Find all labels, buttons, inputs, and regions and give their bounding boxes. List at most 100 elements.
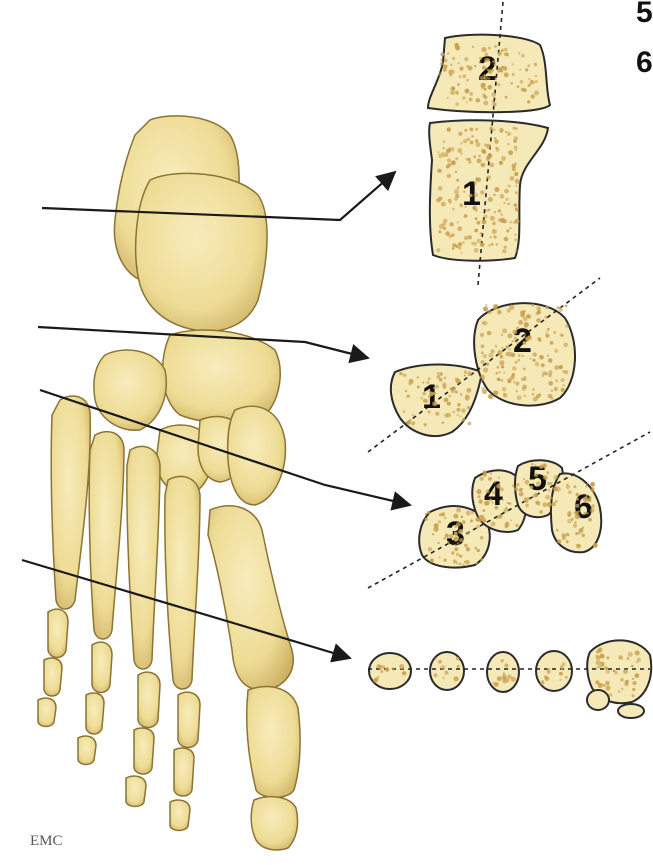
trabecula-dot	[536, 481, 541, 486]
trabecula-dot	[566, 533, 569, 536]
trabecula-dot	[489, 127, 493, 131]
trabecula-dot	[489, 395, 493, 399]
trabecula-dot	[440, 52, 444, 56]
trabecula-dot	[473, 155, 476, 158]
trabecula-dot	[498, 52, 502, 56]
trabecula-dot	[456, 522, 461, 527]
trabecula-dot	[501, 156, 506, 161]
trabecula-dot	[425, 518, 428, 521]
trabecula-dot	[632, 681, 636, 685]
trabecula-dot	[468, 160, 472, 164]
trabecula-dot	[530, 358, 532, 360]
trabecula-dot	[475, 547, 478, 550]
trabecula-dot	[474, 182, 477, 185]
trabecula-dot	[512, 366, 517, 371]
trabecula-dot	[481, 387, 485, 391]
trabecula-dot	[470, 141, 474, 145]
trabecula-dot	[439, 661, 442, 664]
trabecula-dot	[457, 148, 462, 153]
trabecula-dot	[501, 347, 503, 349]
trabecula-dot	[489, 498, 492, 501]
trabecula-dot	[483, 354, 487, 358]
trabecula-dot	[456, 379, 461, 384]
trabecula-dot	[461, 252, 463, 254]
trabecula-dot	[461, 516, 464, 519]
trabecula-dot	[488, 47, 491, 50]
trabecula-dot	[480, 558, 483, 561]
trabecula-dot	[479, 57, 482, 60]
trabecula-dot	[454, 544, 456, 546]
trabecula-dot	[583, 497, 588, 502]
trabecula-dot	[444, 413, 448, 417]
trabecula-dot	[523, 368, 526, 371]
trabecula-dot	[510, 221, 512, 223]
trabecula-dot	[435, 412, 439, 416]
trabecula-dot	[531, 94, 535, 98]
trabecula-dot	[491, 93, 496, 98]
trabecula-dot	[449, 395, 452, 398]
trabecula-dot	[422, 381, 424, 383]
trabecula-dot	[453, 411, 456, 414]
trabecula-dot	[464, 214, 468, 218]
trabecula-dot	[513, 381, 515, 383]
trabecula-dot	[501, 213, 503, 215]
trabecula-dot	[635, 673, 640, 678]
trabecula-dot	[512, 373, 515, 376]
trabecula-dot	[463, 191, 465, 193]
trabecula-dot	[481, 85, 485, 89]
trabecula-dot	[523, 341, 527, 345]
trabecula-dot	[462, 96, 466, 100]
trabecula-dot	[452, 208, 455, 211]
trabecula-dot	[548, 374, 552, 378]
trabecula-dot	[467, 371, 472, 376]
trabecula-dot	[488, 197, 493, 202]
trabecula-dot	[520, 488, 523, 491]
trabecula-dot	[554, 475, 558, 479]
trabecula-dot	[480, 243, 484, 247]
trabecula-dot	[499, 128, 503, 132]
trabecula-dot	[443, 227, 446, 230]
trabecula-dot	[501, 379, 504, 382]
trabecula-dot	[457, 414, 459, 416]
trabecula-dot	[527, 100, 530, 103]
trabecula-dot	[476, 562, 478, 564]
trabecula-dot	[522, 355, 524, 357]
trabecula-dot	[436, 248, 440, 252]
trabecula-dot	[492, 222, 496, 226]
trabecula-dot	[452, 57, 455, 60]
trabecula-dot	[532, 304, 535, 307]
trabecula-dot	[480, 477, 484, 481]
trabecula-dot	[554, 387, 558, 391]
legend-item-6: 6	[636, 46, 653, 79]
trabecula-dot	[428, 395, 431, 398]
trabecula-dot	[494, 235, 497, 238]
trabecula-dot	[486, 490, 490, 494]
trabecula-dot	[507, 333, 512, 338]
trabecula-dot	[497, 676, 502, 681]
trabecula-dot	[456, 408, 460, 412]
section-tarsal-row: 3 4 5 6	[368, 432, 650, 588]
trabecula-dot	[510, 176, 515, 181]
trabecula-dot	[486, 175, 491, 180]
trabecula-dot	[492, 502, 494, 504]
trabecula-dot	[447, 127, 451, 131]
trabecula-dot	[564, 370, 568, 374]
trabecula-dot	[492, 60, 495, 63]
trabecula-dot	[512, 73, 515, 76]
trabecula-dot	[559, 365, 563, 369]
trabecula-dot	[559, 679, 561, 681]
trabecula-dot	[375, 681, 377, 683]
trabecula-dot	[530, 80, 535, 85]
trabecula-dot	[481, 47, 486, 52]
trabecula-dot	[498, 514, 503, 519]
trabecula-dot	[496, 304, 498, 306]
trabecula-dot	[453, 560, 457, 564]
trabecula-dot	[552, 502, 556, 506]
trabecula-dot	[484, 501, 489, 506]
trabecula-dot	[498, 477, 500, 479]
trabecula-dot	[465, 89, 470, 94]
trabecula-dot	[488, 77, 490, 79]
trabecula-dot	[559, 672, 563, 676]
trabecula-dot	[417, 386, 420, 389]
